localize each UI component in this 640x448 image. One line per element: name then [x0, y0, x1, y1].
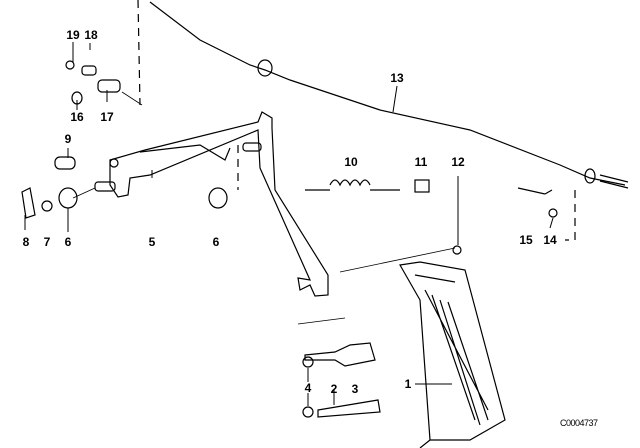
label-11: 11	[414, 155, 428, 169]
label-16: 16	[70, 110, 84, 124]
label-1: 1	[404, 377, 412, 391]
label-9: 9	[64, 132, 72, 146]
label-leaders	[24, 42, 554, 406]
label-6b: 6	[212, 235, 220, 249]
label-19: 19	[66, 28, 80, 42]
label-15: 15	[519, 233, 533, 247]
dash-lines	[72, 91, 456, 325]
label-4: 4	[304, 381, 312, 395]
label-10: 10	[344, 155, 358, 169]
image-code: C0004737	[560, 418, 598, 428]
label-12: 12	[451, 155, 465, 169]
label-13: 13	[390, 71, 404, 85]
accelerator-pedal	[399, 261, 506, 448]
pedal-lever	[94, 111, 329, 297]
label-3: 3	[351, 382, 359, 396]
leader-lines	[137, 0, 576, 241]
label-18: 18	[84, 28, 98, 42]
accelerator-cable	[149, 1, 629, 189]
label-14: 14	[543, 233, 557, 247]
label-7: 7	[43, 235, 51, 249]
label-6a: 6	[64, 235, 72, 249]
label-2: 2	[330, 382, 338, 396]
label-5: 5	[148, 235, 156, 249]
label-8: 8	[22, 235, 30, 249]
label-17: 17	[100, 110, 114, 124]
